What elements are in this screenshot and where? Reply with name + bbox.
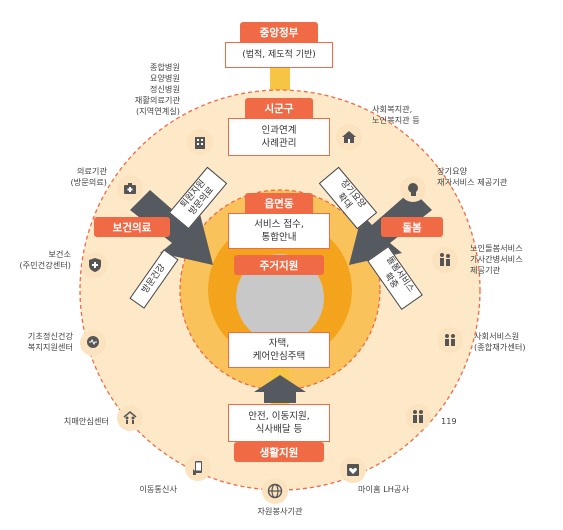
label-volunteer: 자원봉사기관: [257, 506, 303, 516]
health-care-label: 보건의료: [94, 217, 170, 237]
house-icon: [336, 124, 362, 150]
living-label: 생활지원: [234, 442, 324, 462]
label-telecom: 이동통신사: [139, 484, 177, 494]
care-label: 돌봄: [381, 217, 443, 237]
phone-hand-icon: [185, 455, 211, 481]
central-gov-box: (법적, 제도적 기반): [225, 42, 333, 68]
central-gov-label: 중앙정부: [240, 22, 318, 42]
brain-head-icon: [80, 330, 106, 356]
eupmyeon-label: 읍면동: [245, 193, 313, 213]
label-lh: 마이홈 LH공사: [358, 484, 409, 494]
label-hospitals: 종합병원 요양병원 정신병원 재활의료기관 (지역연계실): [134, 62, 180, 116]
label-emergency: 119: [441, 416, 457, 426]
label-ltc: 장기요양 재가서비스 제공기관: [437, 166, 508, 187]
core-circle: [236, 254, 324, 342]
globe-icon: [262, 478, 288, 504]
people-icon: [437, 327, 463, 353]
living-box: 안전, 이동지원, 식사배달 등: [228, 404, 330, 442]
label-health-center: 보건소 (주민건강센터): [19, 249, 71, 270]
hospital-building-icon: [187, 129, 213, 155]
left-arrow: [130, 190, 213, 265]
family-icon: [117, 405, 143, 431]
bottom-arrow: [254, 375, 306, 403]
heart-home-icon: [340, 457, 366, 483]
label-elder-care: 노인돌봄서비스 가사간병서비스 제공기관: [470, 243, 523, 275]
eupmyeon-box: 서비스 접수, 통합안내: [228, 213, 330, 249]
shield-plus-icon: [82, 252, 108, 278]
label-social-service: 사회서비스원 (종합재가센터): [474, 331, 526, 352]
housing-box: 자택, 케어안심주택: [228, 332, 330, 368]
label-dementia: 치매안심센터: [63, 416, 109, 426]
medical-kit-icon: [117, 175, 143, 201]
label-welfare-center: 사회복지관, 노인복지관 등: [372, 104, 420, 125]
housing-label: 주거지원: [234, 255, 324, 275]
label-medical: 의료기관 (방문의료): [70, 166, 107, 187]
ambulance-person-icon: [405, 404, 431, 430]
label-mental-health: 기초정신건강 복지지원센터: [27, 331, 73, 352]
head-profile-icon: [400, 176, 426, 202]
sigungu-label: 시군구: [245, 98, 313, 118]
sigungu-box: 인과연계 사례관리: [228, 118, 330, 156]
elder-people-icon: [432, 247, 458, 273]
